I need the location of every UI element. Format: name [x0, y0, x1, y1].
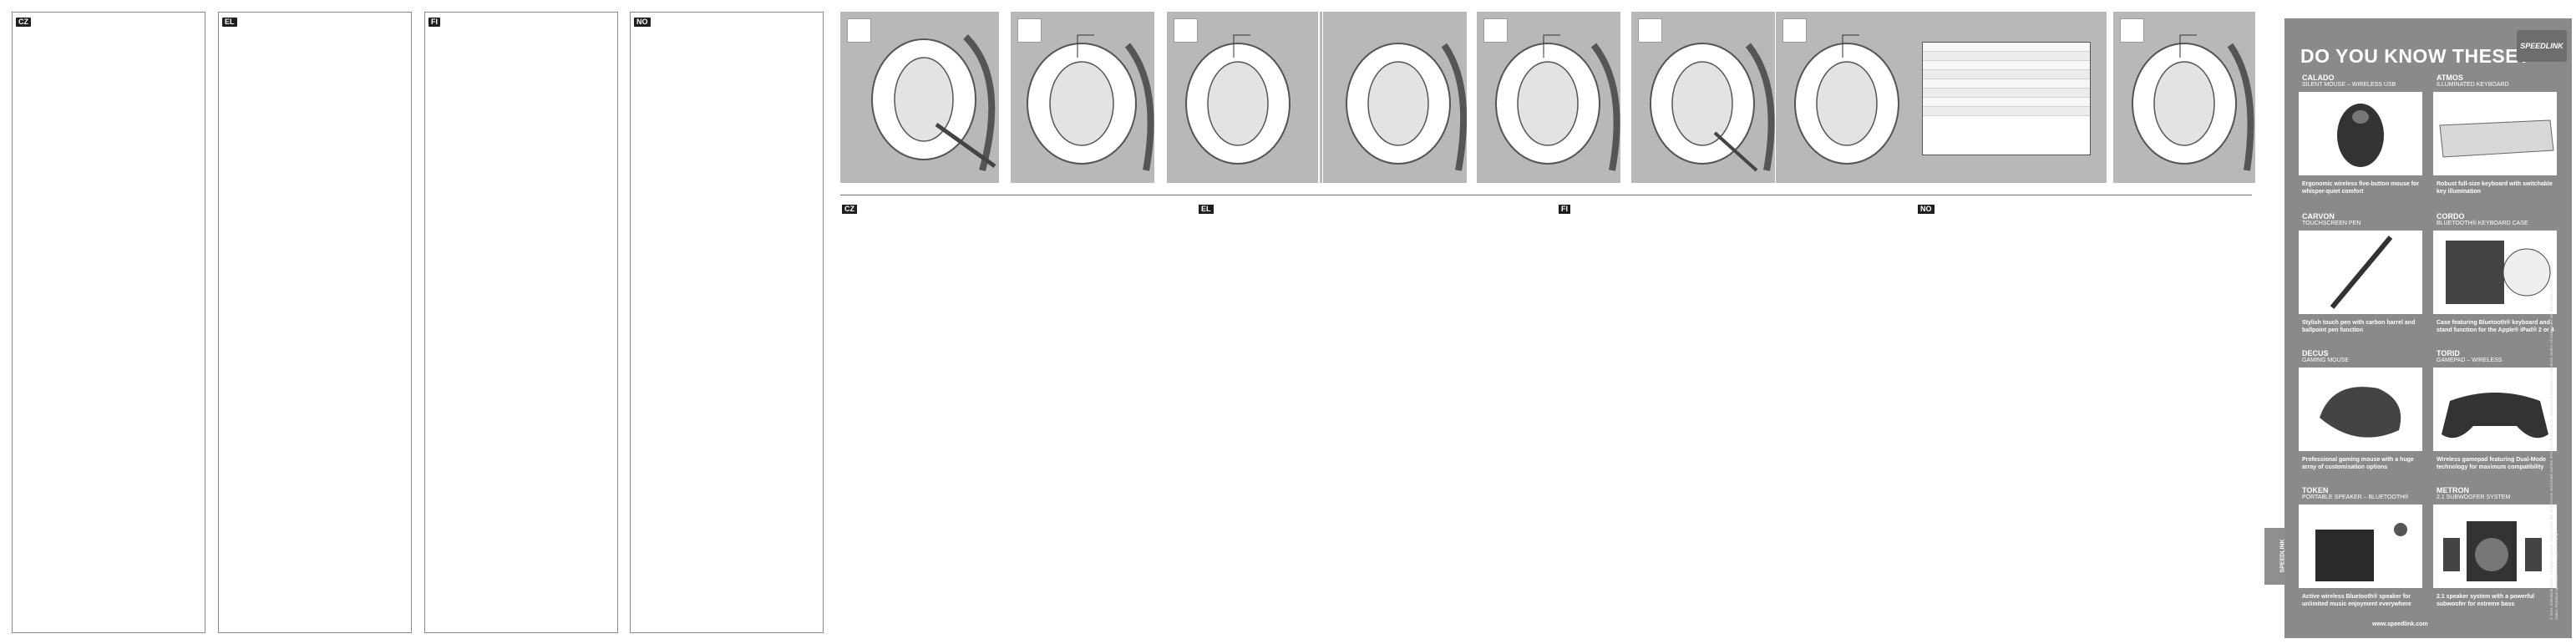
table-row: [1923, 61, 2090, 70]
step-number-box: [1017, 18, 1042, 43]
product-name: TORID: [2437, 349, 2460, 357]
step-number-box: [1483, 18, 1508, 43]
table-row: [1923, 79, 2090, 89]
product-subtitle: GAMING MOUSE: [2302, 357, 2350, 363]
illustration-step-7: [1776, 12, 2107, 183]
step-number-box: [847, 18, 871, 43]
language-badge: EL: [1199, 205, 1214, 214]
product-card: CARVON TOUCHSCREEN PEN Stylish touch pen…: [2299, 212, 2422, 337]
step-number-box: [1174, 18, 1198, 43]
language-badge: EL: [222, 18, 237, 27]
language-badge: FI: [1559, 205, 1570, 214]
illustration-step-8: [2113, 12, 2255, 183]
table-row: [1923, 70, 2090, 79]
product-name: DECUS: [2302, 349, 2329, 357]
table-row: [1923, 52, 2090, 61]
table-row: [1923, 89, 2090, 98]
product-name: TOKEN: [2302, 486, 2329, 494]
product-image: [2433, 92, 2557, 175]
legal-text: © 2014 Jöllenbeck GmbH. All rights reser…: [2549, 261, 2558, 620]
table-row: [1923, 43, 2090, 52]
headset-volume-drawing: [1495, 34, 1620, 171]
product-name: METRON: [2437, 486, 2469, 494]
product-subtitle: SILENT MOUSE – WIRELESS USB: [2302, 82, 2396, 88]
product-card: ATMOS ILLUMINATED KEYBOARD Robust full-s…: [2433, 74, 2557, 199]
product-card: TOKEN PORTABLE SPEAKER – BLUETOOTH® Acti…: [2299, 486, 2422, 611]
language-badge: NO: [634, 18, 651, 27]
language-panel-el: EL: [218, 12, 412, 633]
step-number-box: [2120, 18, 2144, 43]
step-number-box: [1638, 18, 1662, 43]
illustration-step-4: [1323, 12, 1467, 183]
speaker-icon: [2315, 523, 2407, 581]
product-image: [2299, 231, 2422, 314]
headset-cable-drawing: [1650, 43, 1775, 172]
tablet-case-icon: [2446, 241, 2551, 304]
illustration-step-6: [1631, 12, 1775, 183]
promo-headline: DO YOU KNOW THESE?: [2300, 45, 2531, 67]
pen-icon: [2330, 236, 2393, 309]
keyboard-icon: [2439, 119, 2554, 158]
illustration-step-1: [840, 12, 999, 183]
product-image: [2299, 368, 2422, 451]
product-description: Ergonomic wireless five-button mouse for…: [2302, 181, 2420, 195]
headset-charging-drawing: [871, 34, 996, 172]
product-subtitle: TOUCHSCREEN PEN: [2302, 221, 2361, 226]
product-subtitle: ILLUMINATED KEYBOARD: [2437, 82, 2509, 88]
product-card: DECUS GAMING MOUSE Professional gaming m…: [2299, 349, 2422, 474]
product-card: CALADO SILENT MOUSE – WIRELESS USB Ergon…: [2299, 74, 2422, 199]
headset-off-drawing: [2132, 34, 2254, 171]
gamepad-icon: [2442, 393, 2548, 439]
promo-page: DO YOU KNOW THESE? SPEEDLINK CALADO SILE…: [2284, 18, 2572, 638]
product-card: TORID GAMEPAD – WIRELESS Wireless gamepa…: [2433, 349, 2557, 474]
product-description: Stylish touch pen with carbon barrel and…: [2302, 320, 2416, 333]
product-description: Professional gaming mouse with a huge ar…: [2302, 457, 2414, 470]
gaming-mouse-icon: [2320, 387, 2401, 438]
headset-status-drawing: [1794, 34, 1899, 165]
product-image: [2299, 92, 2422, 175]
brand-logo: SPEEDLINK: [2517, 30, 2567, 62]
language-badge: CZ: [842, 205, 857, 214]
product-description: Robust full-size keyboard with switchabl…: [2437, 181, 2553, 195]
product-name: CORDO: [2437, 212, 2465, 221]
product-image: [2433, 505, 2557, 588]
product-card: CORDO BLUETOOTH® KEYBOARD CASE Case feat…: [2433, 212, 2557, 337]
product-subtitle: BLUETOOTH® KEYBOARD CASE: [2437, 221, 2528, 226]
illustration-step-5: [1477, 12, 1620, 183]
product-card: METRON 2.1 SUBWOOFER SYSTEM 2.1 speaker …: [2433, 486, 2557, 611]
product-description: 2.1 speaker system with a powerful subwo…: [2437, 594, 2535, 607]
illustration-step-2: [1011, 12, 1154, 183]
table-row: [1923, 98, 2090, 107]
language-panel-cz: CZ: [12, 12, 205, 633]
illustration-step-3: [1167, 12, 1322, 183]
product-name: CARVON: [2302, 212, 2335, 221]
product-subtitle: PORTABLE SPEAKER – BLUETOOTH®: [2302, 494, 2409, 500]
product-subtitle: 2.1 SUBWOOFER SYSTEM: [2437, 494, 2511, 500]
language-panel-fi: FI: [424, 12, 618, 633]
product-description: Wireless gamepad featuring Dual-Mode tec…: [2437, 457, 2547, 470]
product-image: [2299, 505, 2422, 588]
language-badge: FI: [428, 18, 440, 27]
product-description: Active wireless Bluetooth® speaker for u…: [2302, 594, 2411, 607]
product-description: Case featuring Bluetooth® keyboard and s…: [2437, 320, 2554, 333]
subwoofer-icon: [2443, 521, 2542, 581]
product-subtitle: GAMEPAD – WIRELESS: [2437, 357, 2502, 363]
step-number-box: [1782, 18, 1807, 43]
mouse-icon: [2337, 104, 2384, 167]
product-image: [2433, 231, 2557, 314]
language-badge: NO: [1918, 205, 1935, 214]
language-badge: CZ: [16, 18, 31, 27]
headset-button-drawing: [1027, 34, 1154, 171]
product-name: CALADO: [2302, 74, 2335, 82]
website-link[interactable]: www.speedlink.com: [2372, 621, 2428, 627]
table-row: [1923, 107, 2090, 116]
product-name: ATMOS: [2437, 74, 2463, 82]
headset-pairing-drawing: [1185, 12, 1320, 183]
status-table: [1922, 42, 2091, 155]
headset-side-drawing: [1346, 43, 1467, 171]
product-image: [2433, 368, 2557, 451]
language-panel-no: NO: [630, 12, 824, 633]
